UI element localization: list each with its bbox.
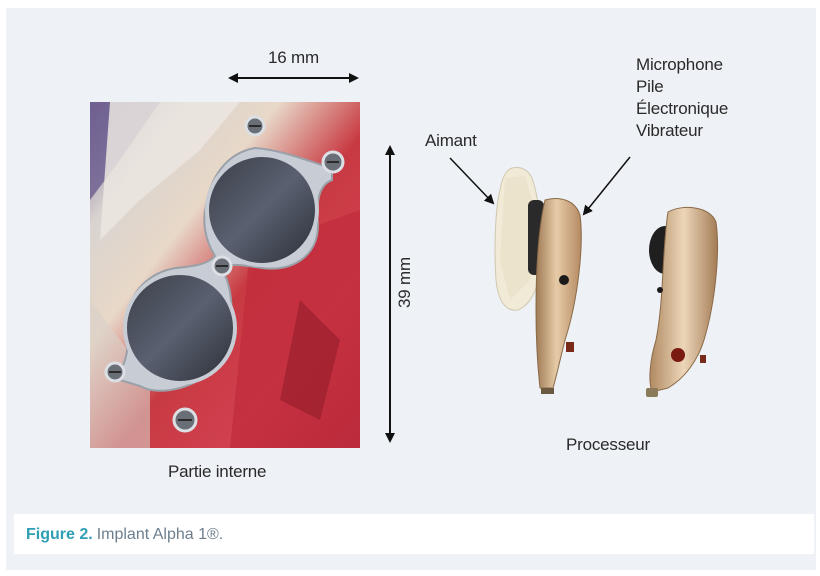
processor-front-view — [646, 207, 718, 397]
component-battery: Pile — [636, 76, 728, 98]
height-dimension-label: 39 mm — [395, 257, 415, 308]
processor-label: Processeur — [566, 435, 650, 455]
internal-part-photo — [90, 102, 360, 448]
processor-components-list: Microphone Pile Électronique Vibrateur — [636, 54, 728, 142]
processor-side-view — [495, 167, 581, 394]
magnet-pointer-arrow — [450, 158, 493, 203]
component-microphone: Microphone — [636, 54, 728, 76]
width-dimension-label: 16 mm — [268, 48, 319, 68]
magnet-label: Aimant — [425, 131, 477, 151]
components-pointer-arrow — [584, 157, 630, 214]
caption-text: Implant Alpha 1®. — [97, 526, 224, 543]
internal-part-label: Partie interne — [168, 462, 266, 482]
component-vibrator: Vibrateur — [636, 120, 728, 142]
component-electronics: Électronique — [636, 98, 728, 120]
caption-label: Figure 2. — [26, 526, 93, 543]
figure-caption: Figure 2.Implant Alpha 1®. — [26, 526, 223, 544]
